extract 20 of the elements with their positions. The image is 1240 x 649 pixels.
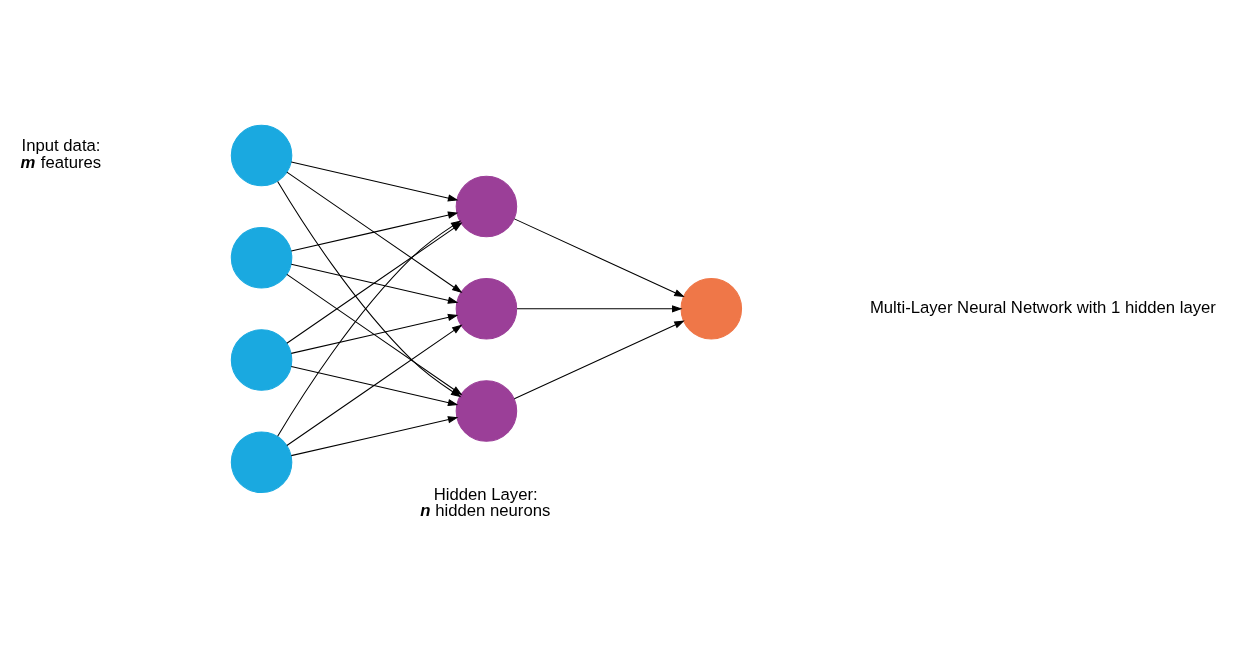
label: Hidden Layer: n hidden neurons [420, 484, 551, 520]
node-circle [230, 328, 293, 391]
arrow [290, 161, 459, 202]
node-circle [455, 277, 518, 340]
arrow [290, 211, 459, 252]
arrow [513, 320, 685, 399]
arrow [290, 415, 459, 456]
arrow [290, 365, 459, 406]
node-circle [230, 430, 293, 493]
label: Input data: m features [20, 135, 102, 172]
arrow [290, 313, 459, 354]
arrow [513, 217, 685, 297]
label: Multi-Layer Neural Network with 1 hidden layer [869, 297, 1216, 317]
node-circle [230, 226, 293, 288]
arrow [290, 263, 459, 304]
node-circle [680, 277, 743, 340]
node-circle [455, 379, 518, 442]
node-circle [455, 175, 518, 237]
arrow [516, 304, 683, 312]
node-circle [230, 124, 293, 186]
